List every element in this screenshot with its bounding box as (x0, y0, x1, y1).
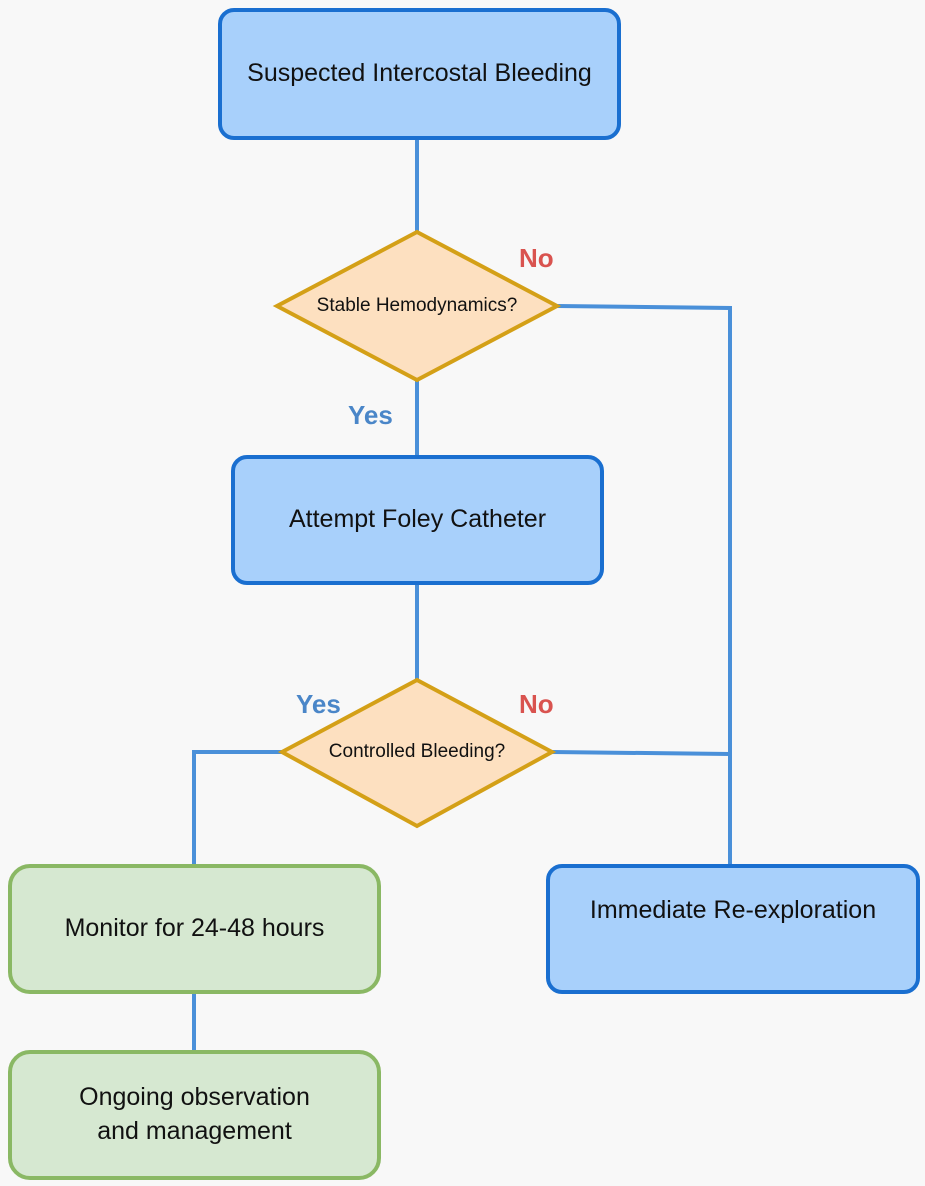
node-ongoing-observation: Ongoing observation and management (8, 1050, 381, 1180)
edge-label-hemo-yes: Yes (348, 400, 393, 430)
node-attempt-foley-catheter: Attempt Foley Catheter (231, 455, 604, 585)
connector-bleeding-yes-to-monitor (192, 750, 282, 864)
connector-bleeding-no-to-reexplore (551, 750, 731, 756)
node-monitor: Monitor for 24-48 hours (8, 864, 381, 994)
node-label: Monitor for 24-48 hours (64, 914, 325, 943)
decision-hemodynamics-shape (272, 229, 562, 383)
node-label-line: Ongoing observation (79, 1083, 310, 1112)
decision-bleeding-label: Controlled Bleeding? (328, 741, 506, 762)
node-label: Attempt Foley Catheter (288, 505, 547, 534)
node-label-line: and management (97, 1117, 292, 1145)
node-label-group: Ongoing observation and management (79, 1081, 310, 1149)
node-label: Suspected Intercostal Bleeding (247, 59, 592, 88)
edge-label-bleeding-yes: Yes (296, 689, 341, 719)
edge-label-bleeding-no: No (519, 689, 554, 719)
node-suspected-intercostal-bleeding: Suspected Intercostal Bleeding (218, 8, 621, 140)
decision-bleeding-shape (277, 677, 557, 829)
edge-label-hemo-no: No (519, 243, 554, 273)
decision-hemodynamics-label: Stable Hemodynamics? (316, 295, 518, 316)
node-label: Immediate Re-exploration (589, 896, 877, 925)
connector-hemo-no-to-reexplore (556, 304, 732, 864)
node-immediate-re-exploration: Immediate Re-exploration (546, 864, 920, 994)
